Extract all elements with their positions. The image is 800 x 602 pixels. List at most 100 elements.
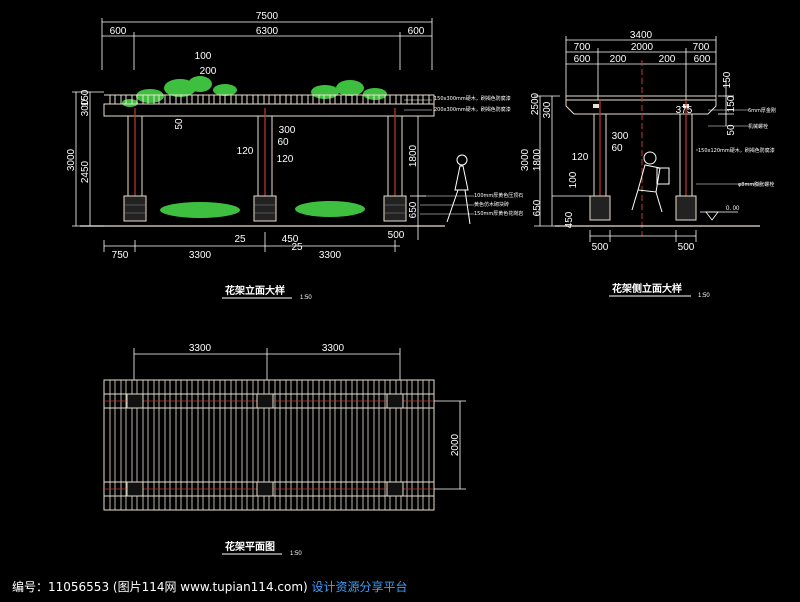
front-bottom-dim-25-a: 25 bbox=[234, 234, 246, 245]
side-right-dim-150: 150 bbox=[726, 95, 737, 112]
side-note-1: 6mm厚金刚 bbox=[748, 107, 776, 114]
front-bottom-dim-3300-a: 3300 bbox=[189, 250, 212, 261]
front-elevation: 7500 600 6300 600 100 200 bbox=[66, 11, 523, 301]
side-col-dim-120: 120 bbox=[572, 152, 589, 163]
front-left-dim-3000: 3000 bbox=[66, 148, 77, 171]
front-dim-left: 600 bbox=[110, 26, 127, 37]
rafter-end bbox=[175, 94, 182, 105]
front-detail-200: 200 bbox=[200, 66, 217, 77]
plan-rafter bbox=[417, 379, 424, 511]
side-dim-2000: 2000 bbox=[631, 42, 654, 53]
rafter-end bbox=[406, 94, 413, 105]
front-rafter-ends bbox=[109, 94, 435, 105]
rafter-end bbox=[230, 94, 237, 105]
plan-rafter bbox=[230, 379, 237, 511]
plan-rafter bbox=[142, 379, 149, 511]
front-left-dim-300: 300 bbox=[80, 99, 91, 116]
front-note-4: 黄色仿木砌块砖 bbox=[474, 201, 509, 208]
plan-rafter bbox=[395, 379, 402, 511]
plan-rafter bbox=[252, 379, 259, 511]
plan-rafter bbox=[153, 379, 160, 511]
front-col-dim-120-right: 120 bbox=[277, 154, 294, 165]
front-ground-plants bbox=[160, 201, 365, 218]
side-note-4: φ8mm膨胀螺栓 bbox=[738, 181, 774, 188]
side-top-dimension-lines bbox=[565, 36, 717, 100]
side-bottom-dim-500-right: 500 bbox=[678, 242, 695, 253]
side-left-dim-100: 100 bbox=[568, 171, 579, 188]
front-left-dim-150: 150 bbox=[80, 89, 91, 106]
plan-rafter bbox=[340, 379, 347, 511]
front-right-dim-650: 650 bbox=[408, 201, 419, 218]
side-note-2: 机械螺栓 bbox=[748, 123, 768, 130]
side-dim-200-right: 200 bbox=[659, 54, 676, 65]
rafter-end bbox=[197, 94, 204, 105]
rafter-end bbox=[384, 94, 391, 105]
side-bottom-dim-500-left: 500 bbox=[592, 242, 609, 253]
side-note-leaders bbox=[696, 109, 760, 185]
side-dim-600-left: 600 bbox=[574, 54, 591, 65]
plan-rafter bbox=[197, 379, 204, 511]
front-note-leaders bbox=[404, 99, 474, 215]
front-person-figure bbox=[446, 154, 471, 225]
rafter-end bbox=[296, 94, 303, 105]
plan-rafter bbox=[274, 379, 281, 511]
side-right-dim-150-top: 150 bbox=[722, 71, 733, 88]
plan-rafter bbox=[208, 379, 215, 511]
side-elevation-title: 花架侧立面大样 bbox=[612, 282, 682, 295]
plan-column-footprints bbox=[126, 393, 404, 497]
front-right-dim-1800: 1800 bbox=[408, 144, 419, 167]
watermark-footer: 编号：11056553 (图片114网 www.tupian114.com) 设… bbox=[12, 578, 408, 595]
plan-rafter bbox=[131, 379, 138, 511]
plan-right-dimension-lines bbox=[434, 400, 466, 490]
front-mid-label: 50 bbox=[174, 118, 185, 130]
front-dim-right: 600 bbox=[408, 26, 425, 37]
front-note-1: 150x300mm硬木，刷褐色防腐漆 bbox=[434, 95, 511, 102]
front-dim-mid: 6300 bbox=[256, 26, 279, 37]
rafter-end bbox=[241, 94, 248, 105]
plan-rafter bbox=[362, 379, 369, 511]
front-col-dim-60: 60 bbox=[277, 137, 289, 148]
plan-dim-3300-b: 3300 bbox=[322, 343, 345, 354]
rafter-end bbox=[120, 94, 127, 105]
front-bottom-dimension-lines bbox=[103, 232, 400, 252]
rafter-end bbox=[252, 94, 259, 105]
plan-dim-2000: 2000 bbox=[450, 433, 461, 456]
front-col-dim-120-left: 120 bbox=[237, 146, 254, 157]
front-elevation-scale: 1:50 bbox=[300, 295, 312, 301]
footer-platform-text: 设计资源分享平台 bbox=[311, 580, 408, 594]
plan-rafter bbox=[318, 379, 325, 511]
front-note-5: 150mm厚黄色花岗岩 bbox=[474, 210, 523, 217]
rafter-end bbox=[219, 94, 226, 105]
front-col-dim-300: 300 bbox=[279, 125, 296, 136]
rafter-end bbox=[340, 94, 347, 105]
side-left-dim-300: 300 bbox=[542, 101, 553, 118]
plan-rafter bbox=[120, 379, 127, 511]
front-top-dimension-lines bbox=[101, 18, 433, 70]
plan-top-dimension-lines bbox=[133, 348, 401, 380]
rafter-end bbox=[428, 94, 435, 105]
rafter-end bbox=[395, 94, 402, 105]
front-bottom-dim-450: 450 bbox=[282, 234, 299, 245]
plan-rafter bbox=[263, 379, 270, 511]
side-col-dim-60: 60 bbox=[611, 143, 623, 154]
front-note-3: 100mm厚黄色压顶石 bbox=[474, 192, 523, 199]
plan-rafter bbox=[296, 379, 303, 511]
side-col-dim-300: 300 bbox=[612, 131, 629, 142]
front-note-2: 200x300mm硬木，刷褐色防腐漆 bbox=[434, 106, 511, 113]
plan-rafter bbox=[428, 379, 435, 511]
rafter-end bbox=[164, 94, 171, 105]
front-dim-total: 7500 bbox=[256, 11, 279, 22]
front-columns bbox=[123, 108, 407, 222]
side-column-bases bbox=[589, 195, 697, 221]
front-bottom-dim-25-b: 25 bbox=[291, 242, 303, 253]
rafter-end bbox=[318, 94, 325, 105]
front-right-dimension-lines bbox=[410, 116, 426, 240]
side-left-dim-450: 450 bbox=[564, 211, 575, 228]
plan-view: 3300 3300 2000 花架平面图 1:50 bbox=[103, 343, 466, 557]
rafter-end bbox=[373, 94, 380, 105]
rafter-end bbox=[109, 94, 116, 105]
front-foliage bbox=[122, 76, 387, 107]
side-dim-700-right: 700 bbox=[693, 42, 710, 53]
plan-rafter bbox=[406, 379, 413, 511]
